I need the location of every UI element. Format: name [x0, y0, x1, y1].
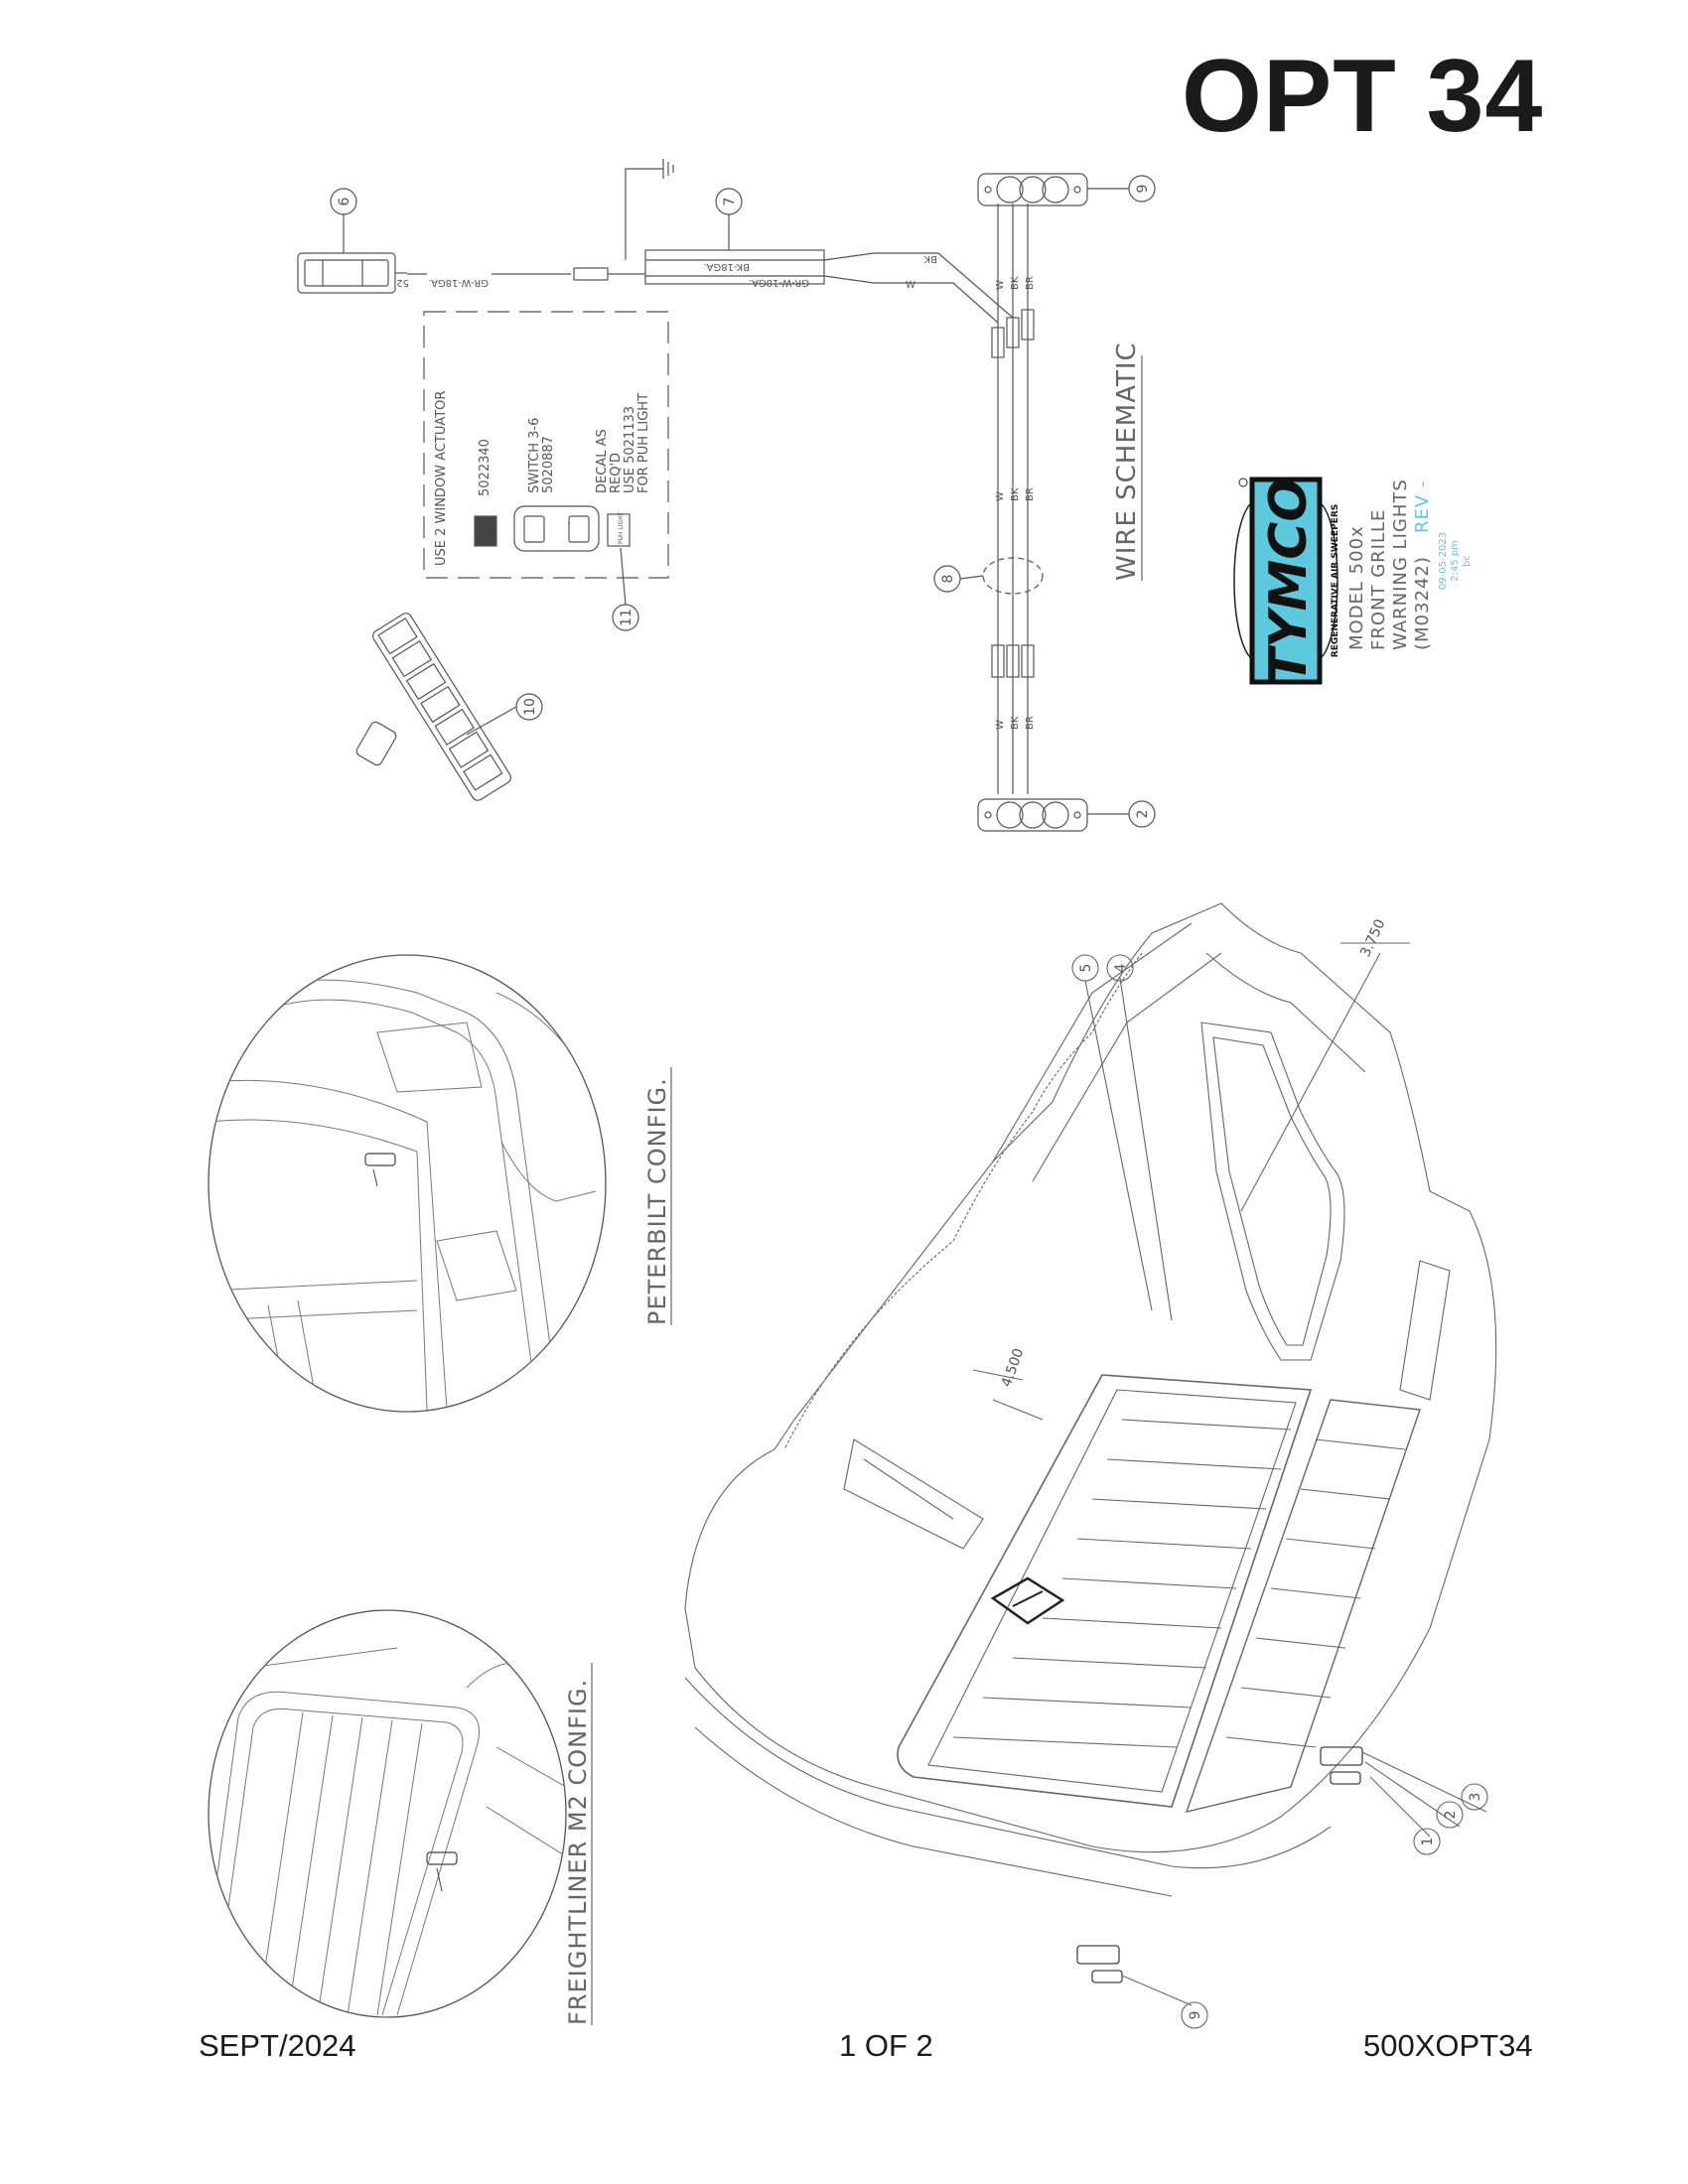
callout-1-label: 1: [1420, 1838, 1436, 1846]
decal-line-1: DECAL AS: [595, 429, 610, 493]
wire-schematic: [297, 159, 1156, 832]
freightliner-detail-view: [208, 1609, 567, 2018]
callout-8-label: 8: [940, 575, 956, 584]
model-line-4: (M03242): [1412, 556, 1433, 650]
callout-6-label: 6: [337, 197, 352, 205]
freightliner-config-label: FREIGHTLINER M2 CONFIG.: [564, 1679, 592, 2025]
stamp-line-2: 2:45 pm: [1450, 540, 1461, 582]
window-actuator-icon: [474, 515, 497, 547]
wire-label: BK: [1010, 716, 1021, 730]
callout-1-icon: [1413, 1828, 1441, 1855]
wire-schematic-heading: WIRE SCHEMATIC: [1112, 341, 1142, 581]
wire-label: BR: [1025, 276, 1036, 290]
callout-2b-label: 2: [1443, 1811, 1459, 1820]
warning-light-icon: [977, 173, 1088, 206]
wire-label: W: [906, 280, 915, 291]
callout-9b-label: 9: [1188, 2011, 1203, 2020]
stamp-line-3: bc: [1462, 555, 1473, 567]
switch-line-1: SWITCH 3-6: [527, 418, 542, 493]
logo-tagline: REGENERATIVE AIR SWEEPERS: [1331, 504, 1340, 657]
warning-light-icon: [977, 798, 1088, 832]
callout-9-label: 9: [1135, 185, 1151, 194]
decal-line-4: FOR PUH LIGHT: [636, 393, 651, 493]
switch-line-2: 5020887: [541, 436, 556, 493]
callout-4-icon: [1106, 954, 1134, 982]
footer-page: 1 OF 2: [839, 2028, 933, 2063]
actuator-part-number: 5022340: [478, 439, 492, 496]
footer-doc-number: 500XOPT34: [1363, 2028, 1533, 2063]
callout-7-label: 7: [722, 198, 738, 206]
callout-3-label: 3: [1468, 1793, 1483, 1802]
peterbilt-detail-view: [208, 954, 607, 1413]
wire-label: GR-W-18GA.: [749, 277, 809, 288]
logo-brand: TYMCO: [1259, 478, 1319, 683]
callout-3-icon: [1461, 1783, 1488, 1811]
footer-date: SEPT/2024: [199, 2028, 356, 2063]
tymco-logo: TYMCO REGENERATIVE AIR SWEEPERS: [1233, 477, 1340, 685]
wire-label: W: [995, 720, 1006, 730]
page-title: OPT 34: [1182, 39, 1544, 154]
decal-line-3: USE 5021133: [623, 406, 637, 493]
front-grille-drawing: [684, 902, 1497, 2006]
wire-label: BK: [923, 253, 937, 264]
switch-panel-icon: [372, 613, 511, 801]
dimension-side: 4.500: [999, 1346, 1028, 1389]
switch-connector-icon: [297, 252, 407, 294]
callout-5-icon: [1071, 954, 1099, 982]
wire-label: BK: [1010, 276, 1021, 290]
rev-text: REV -: [1412, 480, 1433, 533]
callout-2-label: 2: [1135, 810, 1151, 819]
callout-10-label: 10: [522, 698, 538, 716]
dimension-top: 3.750: [1357, 917, 1388, 960]
callout-4-label: 4: [1113, 963, 1129, 972]
model-line-1: MODEL 500x: [1346, 525, 1367, 650]
decal-icon-text: PUH LIGHT: [618, 511, 625, 544]
wire-label: BK: [1010, 487, 1021, 501]
wire-label: W: [995, 491, 1006, 501]
stamp-line-1: 09-05-2023: [1438, 532, 1449, 590]
rocker-switch-icon: [513, 505, 600, 552]
callout-11-label: 11: [619, 609, 634, 626]
peterbilt-config-label: PETERBILT CONFIG.: [643, 1077, 671, 1325]
wire-label: BR: [1025, 716, 1036, 730]
puh-light-decal-icon: [607, 513, 631, 547]
wire-label: BR: [1025, 487, 1036, 501]
decal-line-2: REQ'D: [609, 453, 624, 493]
callout-5-label: 5: [1078, 964, 1094, 973]
wire-label: 52: [396, 277, 409, 288]
wire-label: BK-18GA.: [704, 261, 750, 272]
callout-2b-icon: [1436, 1801, 1464, 1829]
wire-label: W: [995, 280, 1006, 290]
box-title: USE 2 WINDOW ACTUATOR: [434, 391, 449, 566]
wire-label: GR-W-18GA.: [428, 277, 489, 288]
model-line-2: FRONT GRILLE: [1368, 509, 1389, 650]
callout-9b-icon: [1181, 2001, 1208, 2029]
model-line-3: WARNING LIGHTS: [1390, 478, 1411, 650]
